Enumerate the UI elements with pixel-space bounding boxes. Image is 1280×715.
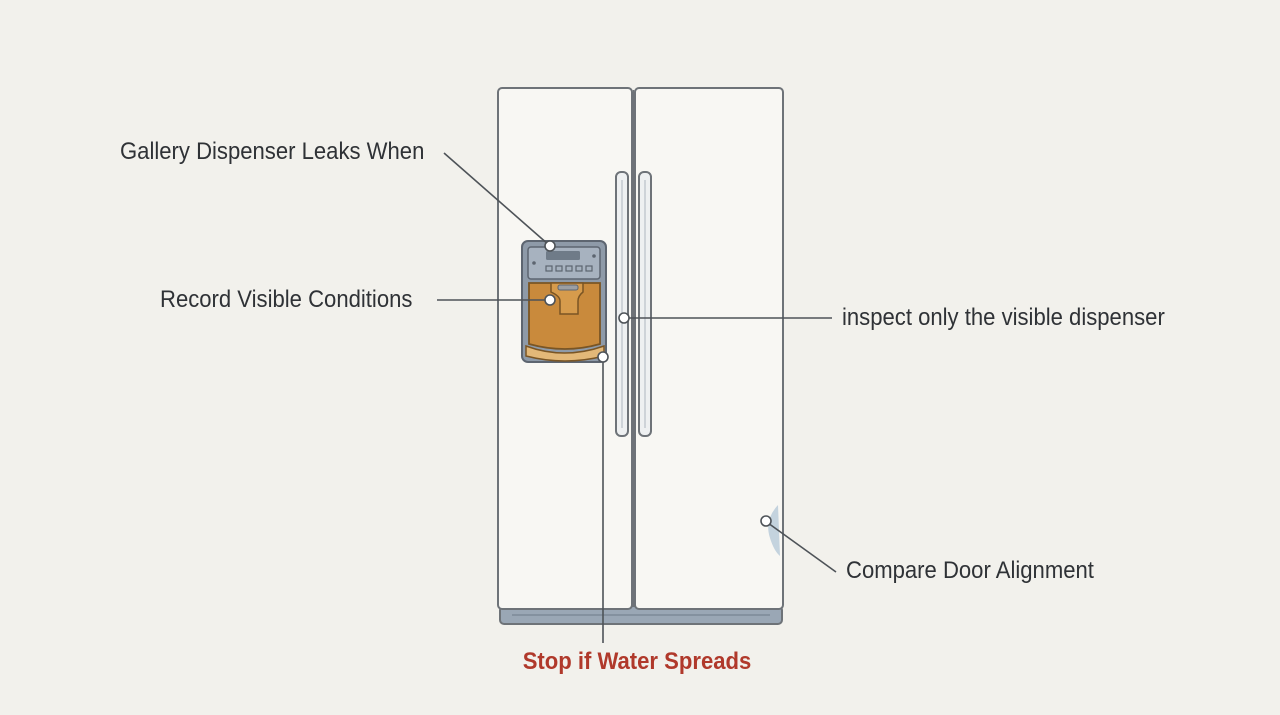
callout-dot-inspect — [618, 312, 630, 324]
callout-dot-gallery — [544, 240, 556, 252]
callout-record-conditions: Record Visible Conditions — [160, 286, 413, 313]
leak-stain — [768, 505, 780, 556]
leader-gallery — [443, 152, 550, 246]
callout-dot-alignment — [760, 515, 772, 527]
callout-stop-water: Stop if Water Spreads — [522, 648, 752, 675]
callout-inspect-dispenser: inspect only the visible dispenser — [842, 304, 1165, 331]
refrigerator-icon — [497, 87, 784, 625]
callout-door-alignment: Compare Door Alignment — [846, 557, 1094, 584]
right-door — [634, 87, 784, 610]
dispenser-icon — [521, 240, 607, 363]
leader-alignment — [767, 522, 837, 573]
callout-dot-stop — [597, 351, 609, 363]
callout-dot-record — [544, 294, 556, 306]
callout-gallery-dispenser: Gallery Dispenser Leaks When — [120, 138, 425, 165]
